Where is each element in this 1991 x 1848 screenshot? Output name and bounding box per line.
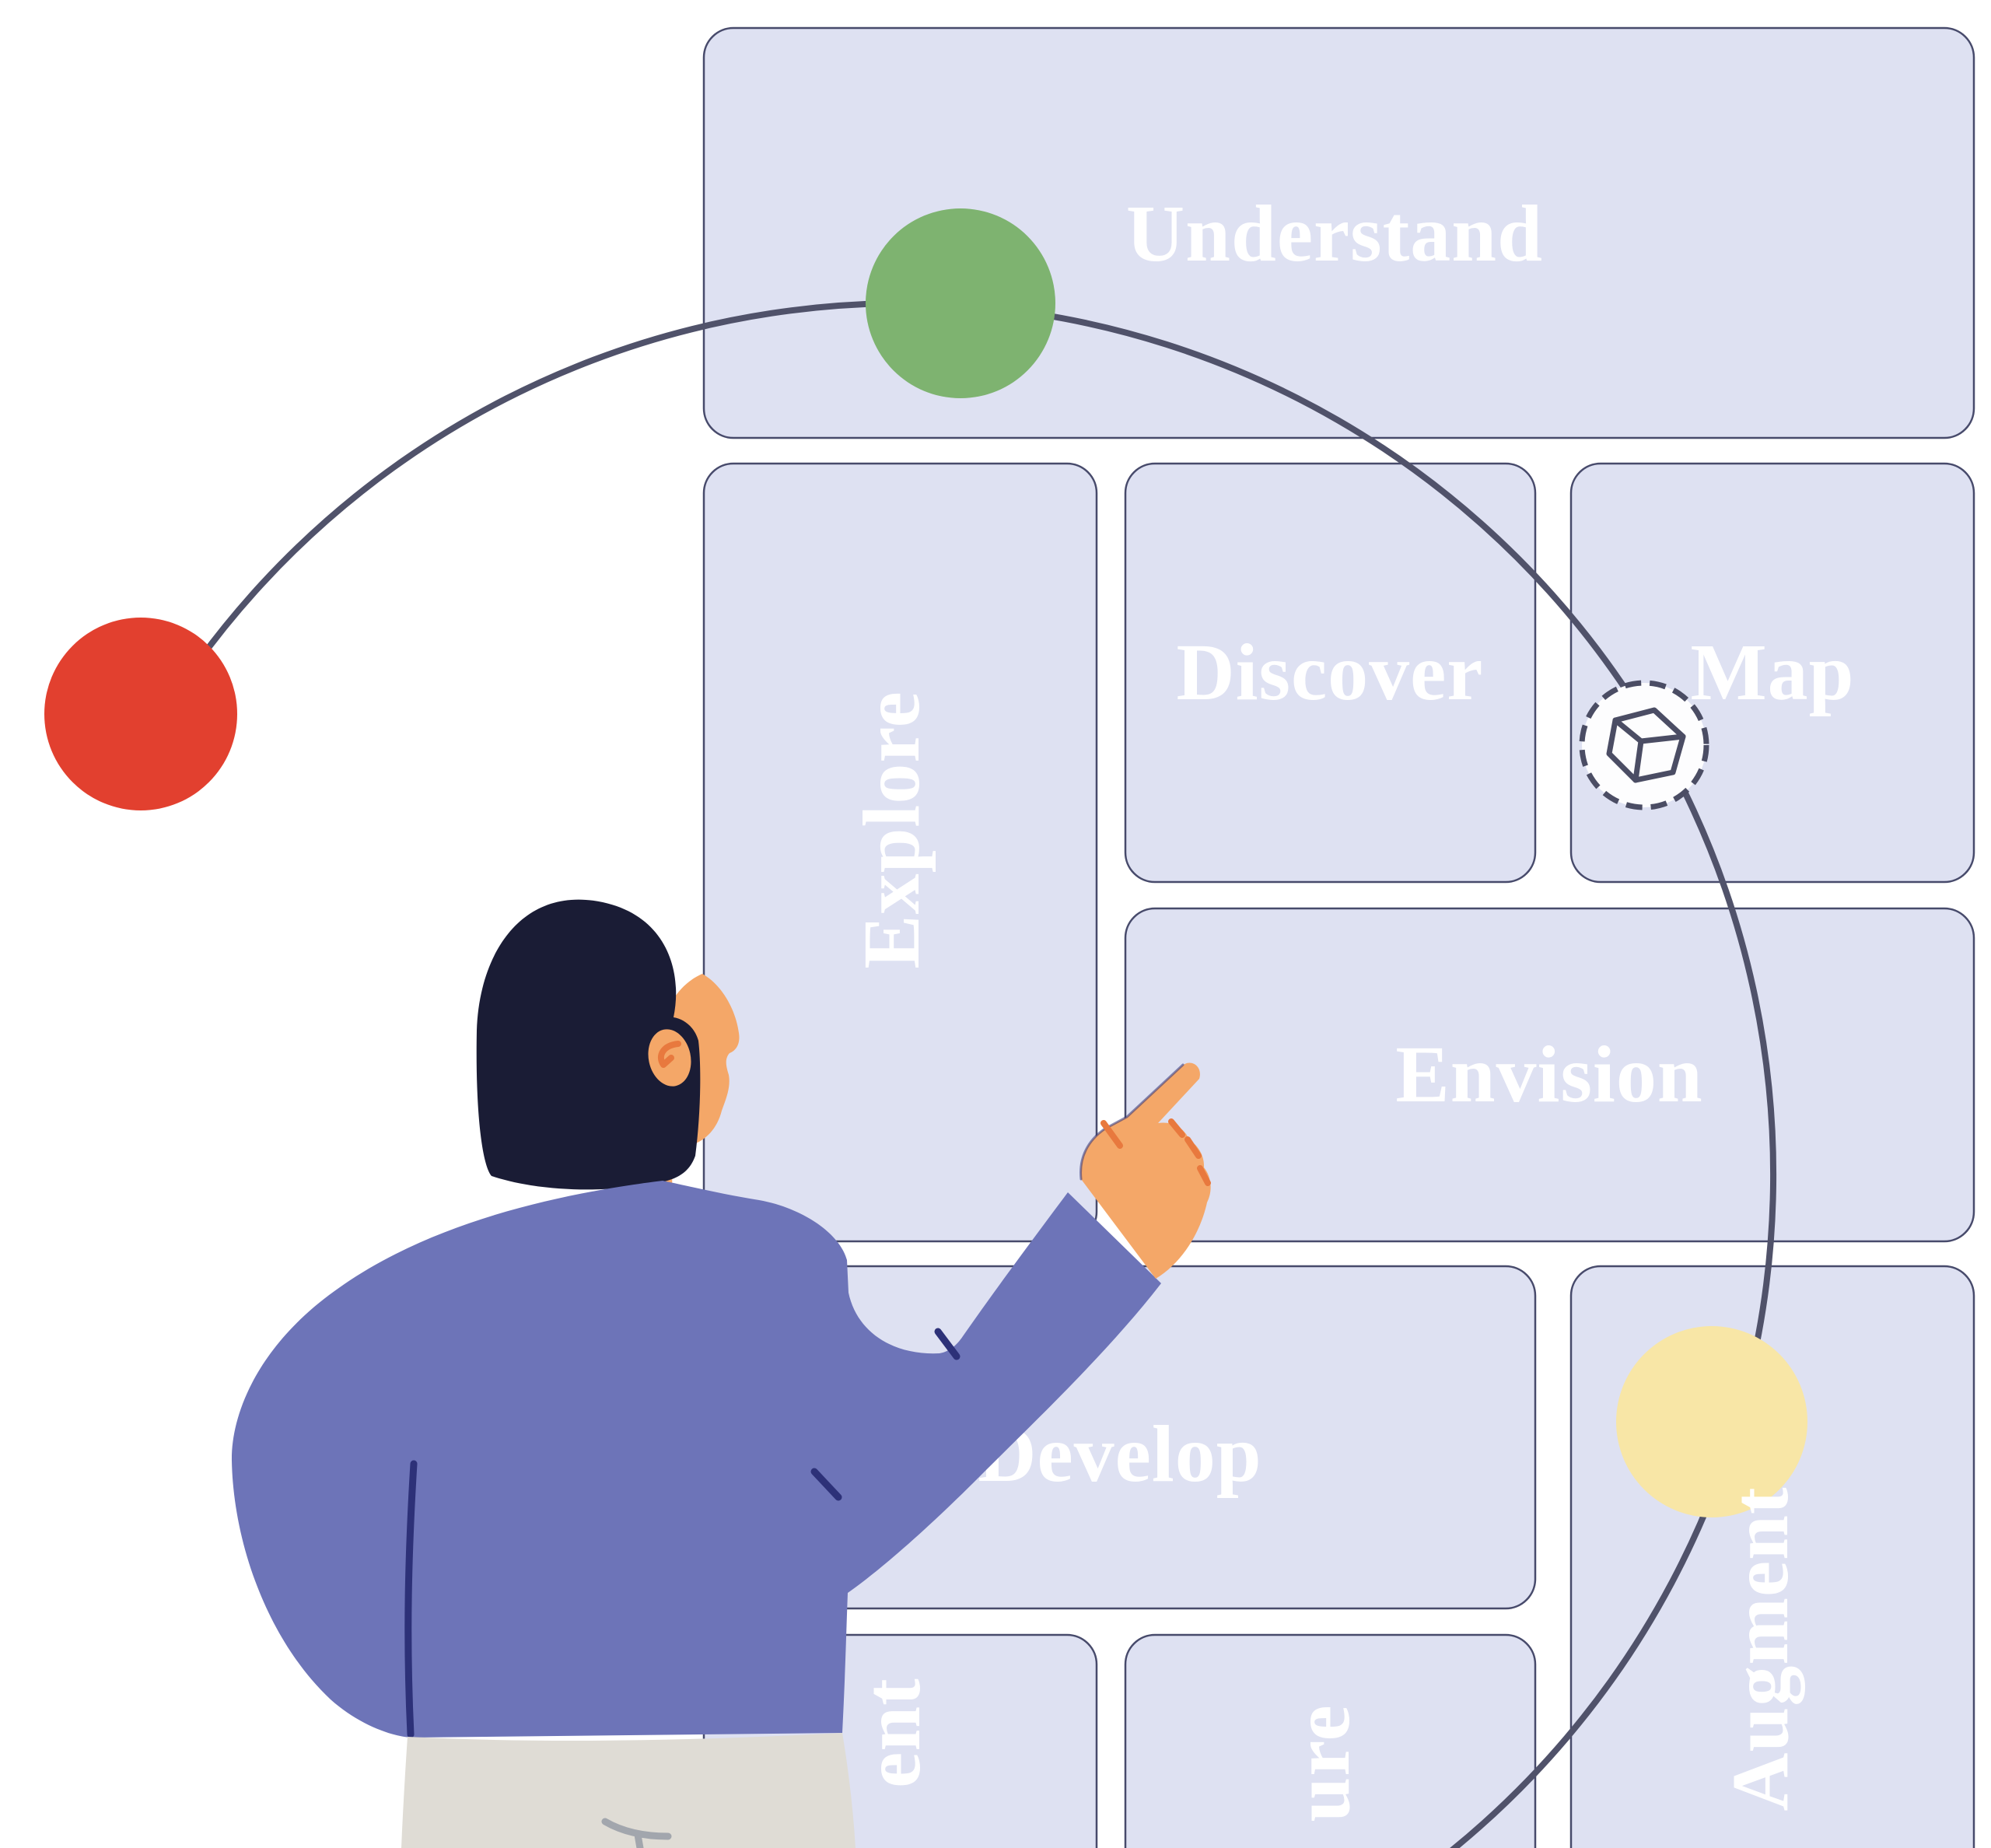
card-title-envision: Envision (1395, 1030, 1702, 1119)
card-title-understand: Understand (1126, 189, 1543, 278)
sweater-armpit-crease (934, 1328, 961, 1360)
card-title-partial-left: ent (848, 1678, 937, 1788)
hand-finger-creases (1100, 1118, 1211, 1186)
start-milestone-dot (44, 618, 237, 810)
map-milestone-badge (1579, 680, 1709, 810)
journey-milestones (44, 208, 1807, 1517)
dashed-circle (1579, 680, 1709, 810)
person-figure (231, 899, 1211, 1848)
card-title-partial-middle: ure (1277, 1704, 1366, 1822)
card-explore (702, 462, 1098, 1243)
sweater-side-crease (810, 1468, 842, 1501)
person-sweater (231, 1181, 1161, 1738)
card-envision (1124, 907, 1975, 1243)
person-hand (1080, 1062, 1211, 1279)
card-partial-middle (1124, 1633, 1537, 1848)
augment-milestone-dot (1616, 1326, 1807, 1517)
cube-icon (1606, 707, 1686, 783)
person-pants (401, 1733, 856, 1848)
pants-seam (601, 1818, 672, 1848)
card-titles: Understand Explore Discover Map Envision… (847, 189, 1855, 1822)
card-title-discover: Discover (1177, 628, 1484, 717)
person-ear-accent-icon (657, 1041, 681, 1068)
card-discover (1124, 462, 1537, 884)
card-title-map: Map (1691, 628, 1855, 717)
card-title-augment: Augment (1716, 1486, 1805, 1811)
person-hair (476, 899, 701, 1190)
card-title-explore: Explore (847, 691, 936, 969)
understand-milestone-dot (866, 208, 1055, 398)
sweater-back-seam (404, 1460, 418, 1738)
